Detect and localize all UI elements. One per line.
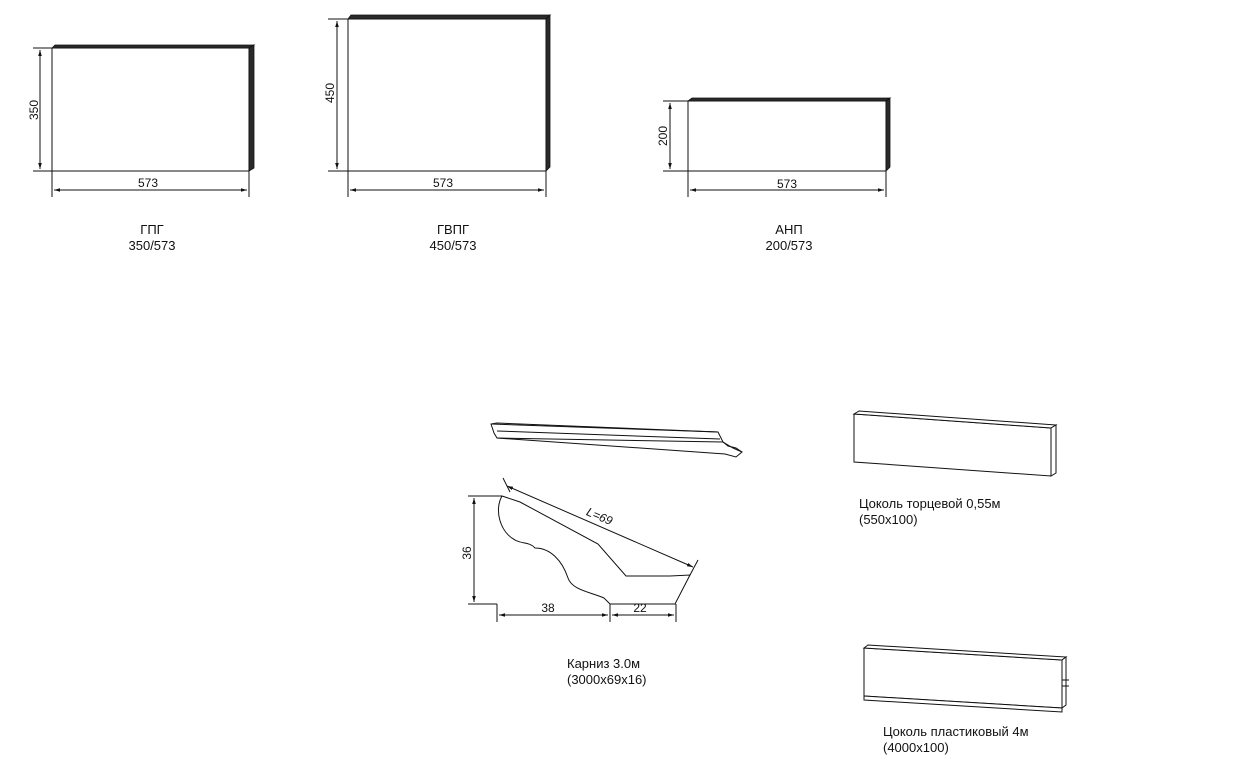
panel-gpg-height-label: 350 [27,100,41,120]
cornice-caption: Карниз 3.0м (3000x69x16) [567,656,647,688]
plinth-plastic-caption: Цоколь пластиковый 4м (4000x100) [883,724,1029,756]
plinth-plastic-3d [862,644,1069,713]
panel-anp-name: АНП [775,222,803,237]
panel-gpg-size: 350/573 [128,238,176,253]
cornice-base-right-label: 22 [633,601,647,615]
cornice-base-left-label: 38 [541,601,555,615]
plinth-end-name: Цоколь торцевой 0,55м [859,496,1001,511]
panel-gvpg-height-label: 450 [323,83,337,103]
panel-gvpg-size: 450/573 [429,238,477,253]
panel-gpg-caption: ГПГ 350/573 [92,222,212,254]
panel-gvpg-name: ГВПГ [436,222,470,237]
cornice-height-label: 36 [460,546,474,560]
plinth-end-caption: Цоколь торцевой 0,55м (550x100) [859,496,1001,528]
plinth-end-3d [852,410,1058,477]
cornice-name: Карниз 3.0м [567,656,641,671]
panel-anp-width-label: 573 [777,177,797,191]
panel-anp-caption: АНП 200/573 [729,222,849,254]
plinth-end-size: (550x100) [859,512,918,527]
cornice-3d [490,422,743,458]
plinth-plastic-size: (4000x100) [883,740,949,755]
panel-gpg-name: ГПГ [140,222,164,237]
panel-gvpg: 450 573 [323,14,551,197]
plinth-plastic-name: Цоколь пластиковый 4м [883,724,1029,739]
panel-anp-size: 200/573 [765,238,813,253]
cornice-profile: 36 38 22 L=69 [460,477,699,622]
panel-anp-height-label: 200 [656,126,670,146]
panel-gpg-width-label: 573 [138,176,158,190]
panel-anp: 200 573 [656,97,892,197]
cornice-length-label: L=69 [584,505,615,529]
panel-gvpg-width-label: 573 [433,176,453,190]
cornice-size: (3000x69x16) [567,672,647,687]
panel-gpg: 350 573 [27,44,256,197]
panel-gvpg-caption: ГВПГ 450/573 [393,222,513,254]
